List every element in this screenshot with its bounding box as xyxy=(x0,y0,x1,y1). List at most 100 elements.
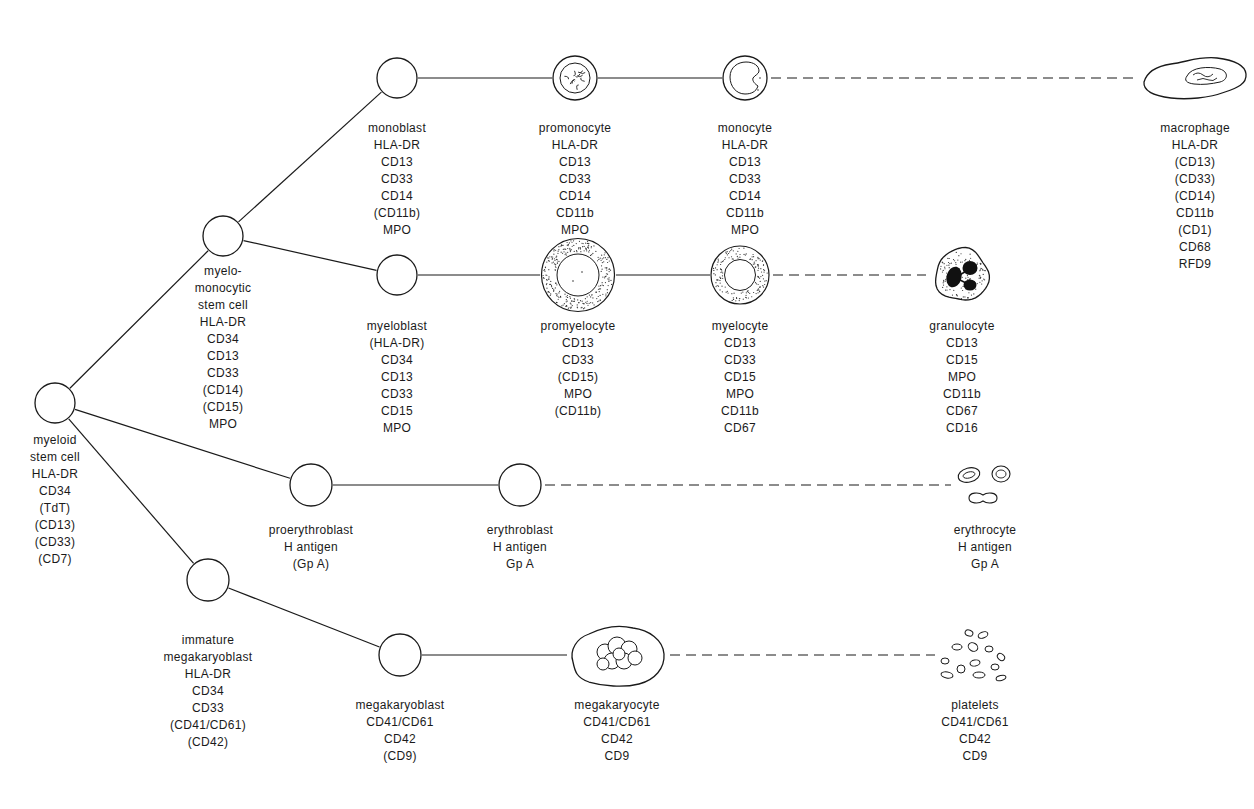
marker-label: H antigen xyxy=(954,539,1017,556)
granule-dot xyxy=(983,274,984,275)
granule-dot xyxy=(553,291,554,292)
granule-dot xyxy=(956,252,957,253)
granule-dot xyxy=(552,288,553,289)
granule-dot xyxy=(948,262,949,263)
granule-dot xyxy=(942,287,943,288)
granule-dot xyxy=(587,301,588,302)
marker-label: CD15 xyxy=(710,369,770,386)
marker-label: CD33 xyxy=(367,386,427,403)
platelet xyxy=(941,658,949,664)
marker-label: (CD15) xyxy=(190,399,256,416)
marker-label: HLA-DR xyxy=(1141,137,1249,154)
granule-dot xyxy=(567,252,568,253)
granule-dot xyxy=(550,284,551,285)
granule-dot xyxy=(561,252,562,253)
granule-dot xyxy=(753,264,754,265)
marker-label: (CD33) xyxy=(26,534,84,551)
granule-dot xyxy=(963,286,964,287)
granule-dot xyxy=(731,249,732,250)
granule-dot xyxy=(588,248,589,249)
cell-outline xyxy=(187,559,229,601)
granule-dot xyxy=(598,259,599,260)
granule-dot xyxy=(588,243,589,244)
marker-label: CD68 xyxy=(1141,239,1249,256)
granule-dot xyxy=(954,260,955,261)
granule-dot xyxy=(760,281,761,282)
granule-dot xyxy=(600,258,601,259)
granule-dot xyxy=(577,299,578,300)
granule-dot xyxy=(981,268,982,269)
granule-dot xyxy=(730,250,731,251)
granule-dot xyxy=(757,290,758,291)
marker-label: (CD14) xyxy=(1141,188,1249,205)
granule-dot xyxy=(587,296,588,297)
granule-dot xyxy=(599,291,600,292)
cell-name: promyelocyte xyxy=(540,318,616,335)
granule-dot xyxy=(585,243,586,244)
granule-dot xyxy=(727,251,728,252)
granule-dot xyxy=(545,266,546,267)
lineage-line xyxy=(70,251,208,388)
granule-dot xyxy=(602,284,603,285)
nucleus-lobe xyxy=(628,651,642,665)
marker-label: MPO xyxy=(929,369,994,386)
platelet xyxy=(991,664,999,670)
granule-dot xyxy=(757,257,758,258)
granule-dot xyxy=(555,283,556,284)
marker-label: CD33 xyxy=(368,171,426,188)
granule-dot xyxy=(600,295,601,296)
granule-dot xyxy=(721,270,722,271)
granule-dot xyxy=(606,267,607,268)
granule-dot xyxy=(551,285,552,286)
marker-label: (CD13) xyxy=(26,517,84,534)
cell-outline xyxy=(723,56,767,100)
granule-dot xyxy=(552,258,553,259)
erythrocyte-shape xyxy=(957,465,982,484)
granule-dot xyxy=(767,273,768,274)
granule-dot xyxy=(587,305,588,306)
granule-dot xyxy=(596,298,597,299)
granule-dot xyxy=(722,275,723,276)
granule-dot xyxy=(598,300,599,301)
granule-dot xyxy=(718,260,719,261)
granule-dot xyxy=(555,293,556,294)
granule-dot xyxy=(961,298,962,299)
granule-dot xyxy=(763,269,764,270)
granule-dot xyxy=(726,253,727,254)
granule-dot xyxy=(727,291,728,292)
granule-dot xyxy=(588,246,589,247)
granule-dot xyxy=(746,292,747,293)
granule-dot xyxy=(556,294,557,295)
granule-dot xyxy=(602,262,603,263)
granule-dot xyxy=(589,303,590,304)
granule-dot xyxy=(572,280,574,282)
granule-dot xyxy=(957,295,958,296)
granule-dot xyxy=(572,246,573,247)
cell-figure xyxy=(1141,54,1249,102)
lineage-line xyxy=(598,77,722,78)
granule-dot xyxy=(965,259,966,260)
granule-dot xyxy=(758,265,759,266)
granule-dot xyxy=(607,262,608,263)
granule-dot xyxy=(586,303,587,304)
nucleus-lobe xyxy=(964,280,977,291)
granule-dot xyxy=(970,278,971,279)
granule-dot xyxy=(746,297,747,298)
chromatin xyxy=(581,78,585,82)
marker-label: CD41/CD61 xyxy=(567,714,667,731)
cell-outline xyxy=(377,255,417,295)
granule-dot xyxy=(558,246,559,247)
granule-dot xyxy=(556,259,557,260)
lineage-line xyxy=(422,654,567,655)
granule-dot xyxy=(555,267,556,268)
granule-dot xyxy=(574,298,575,299)
granule-dot xyxy=(759,77,761,79)
marker-label: Gp A xyxy=(954,556,1017,573)
granule-dot xyxy=(949,258,950,259)
nucleus-lobe xyxy=(613,648,625,660)
granule-dot xyxy=(942,262,943,263)
granule-dot xyxy=(606,273,607,274)
granule-dot xyxy=(561,305,562,306)
granule-dot xyxy=(739,254,740,255)
granule-dot xyxy=(738,248,739,249)
